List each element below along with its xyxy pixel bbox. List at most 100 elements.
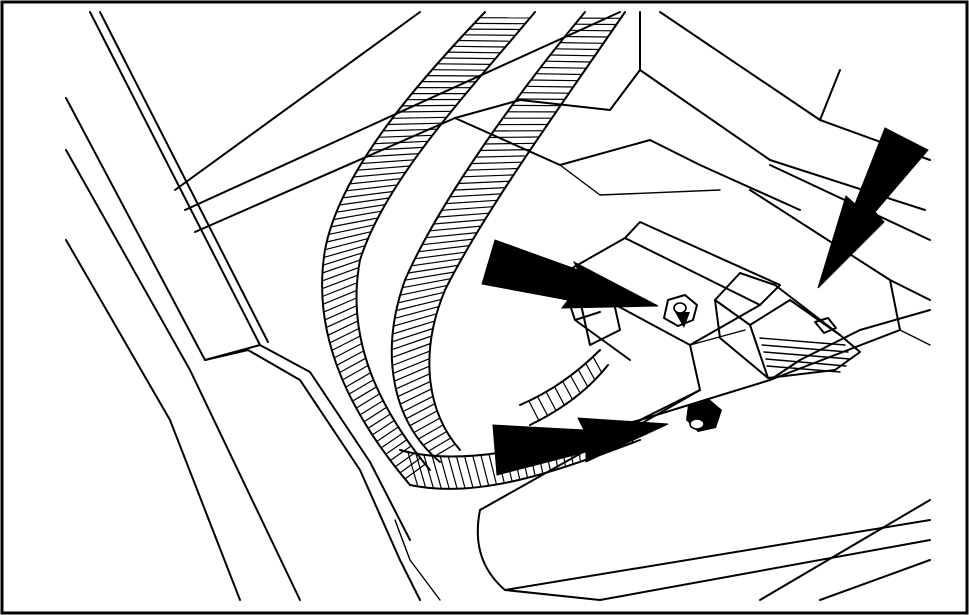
- conduit-rib: [376, 426, 399, 442]
- conduit-rib: [540, 66, 587, 69]
- conduit-rib: [445, 199, 498, 205]
- conduit-rib: [562, 381, 574, 400]
- conduit-rib: [395, 373, 430, 390]
- conduit-rib: [423, 454, 435, 489]
- conduit-rib: [331, 335, 361, 351]
- upper-cavity: [174, 11, 931, 233]
- conduit-rib: [433, 443, 456, 458]
- conduit-rib: [463, 34, 516, 36]
- conduit-rib: [555, 48, 600, 51]
- conduit-rib: [325, 312, 358, 329]
- conduit-rib: [383, 128, 438, 132]
- lower-housing: [476, 329, 931, 601]
- conduit-rib: [391, 342, 431, 359]
- conduit-rib: [409, 410, 438, 427]
- conduit-rib: [321, 267, 359, 282]
- connector-arrow: [817, 127, 929, 289]
- conduit-rib: [348, 379, 374, 395]
- conduit-rib: [378, 134, 433, 138]
- conduit-rib: [399, 457, 421, 474]
- conduit-rib: [526, 85, 574, 88]
- conduit-rib: [333, 342, 363, 359]
- conduit-rib: [592, 356, 603, 373]
- conduit-rib: [404, 271, 455, 281]
- conduit-rib: [480, 454, 490, 486]
- conduit-rib: [371, 419, 395, 436]
- conduit-rib: [545, 391, 557, 411]
- conduit-rib: [431, 69, 486, 71]
- conduit-rib: [535, 73, 582, 76]
- conduit-rib: [397, 110, 452, 113]
- upper-nut: [663, 294, 698, 328]
- conduit-rib: [462, 174, 514, 178]
- conduit-rib: [392, 358, 430, 374]
- conduit-rib: [391, 335, 432, 351]
- lower-nut: [686, 398, 722, 432]
- conduit-rib: [346, 184, 398, 192]
- conduit-rib: [324, 305, 357, 321]
- conduit-rib: [550, 54, 595, 57]
- conduit-rib: [437, 212, 490, 218]
- conduit-rib: [402, 395, 434, 413]
- conduit-rib: [452, 45, 506, 48]
- conduit-rib: [392, 320, 435, 335]
- conduit-rib: [488, 454, 498, 485]
- conduit-rib: [361, 159, 415, 165]
- conduit-rib: [489, 136, 539, 139]
- conduit-rib: [415, 453, 427, 488]
- conduit-rib: [408, 264, 459, 274]
- conduit-rib: [322, 289, 357, 305]
- conduit-rib: [471, 161, 523, 165]
- left-trim-panel: [65, 11, 441, 601]
- conduit-rib: [425, 232, 478, 239]
- conduit-rib: [323, 245, 366, 258]
- conduit-rib: [342, 190, 394, 199]
- conduit-rib: [404, 463, 426, 480]
- conduit-rib: [455, 456, 466, 489]
- conduit-rib: [394, 451, 417, 468]
- conduit-rib: [322, 259, 361, 274]
- conduit-rib: [472, 455, 482, 488]
- conduit-rib: [396, 298, 442, 312]
- wiring-harness: [321, 11, 641, 490]
- conduit-rib: [458, 180, 510, 185]
- conduit-rib: [554, 386, 565, 406]
- conduit-rib: [464, 456, 474, 488]
- conduit-rib: [437, 63, 491, 65]
- conduit-rib: [328, 224, 375, 235]
- conduit-rib: [480, 149, 531, 152]
- conduit-rib: [441, 206, 494, 211]
- conduit-rib: [521, 92, 570, 94]
- conduit-rib: [537, 396, 549, 416]
- conduit-rib: [322, 282, 358, 298]
- conduit-rib: [400, 388, 432, 405]
- conduit-rib: [349, 178, 402, 185]
- conduit-rib: [322, 252, 363, 266]
- conduit-rib: [333, 210, 382, 221]
- conduit-rib: [577, 369, 589, 388]
- conduit-rib: [324, 238, 369, 251]
- electrical-connector: [714, 272, 861, 379]
- conduit-rib: [353, 171, 406, 178]
- conduit-rib: [422, 238, 474, 246]
- conduit-rib: [336, 204, 386, 213]
- conduit-rib: [431, 455, 442, 489]
- lower-fastener-arrow: [492, 417, 669, 476]
- conduit-rib: [380, 432, 403, 449]
- conduit-rib: [397, 291, 445, 304]
- conduit-rib: [433, 219, 486, 225]
- conduit-rib: [569, 29, 613, 32]
- conduit-rib: [365, 153, 419, 158]
- conduit-rib: [327, 320, 359, 336]
- conduit-rib: [564, 35, 608, 38]
- conduit-rib: [330, 217, 378, 228]
- conduit-rib: [418, 245, 470, 253]
- conduit-rib: [401, 104, 457, 107]
- conduit-rib: [449, 193, 502, 198]
- conduit-rib: [385, 439, 408, 455]
- conduit-rib: [454, 187, 506, 191]
- conduit-rib: [418, 424, 444, 440]
- conduit-rib: [406, 403, 436, 420]
- conduit-rib: [475, 155, 527, 158]
